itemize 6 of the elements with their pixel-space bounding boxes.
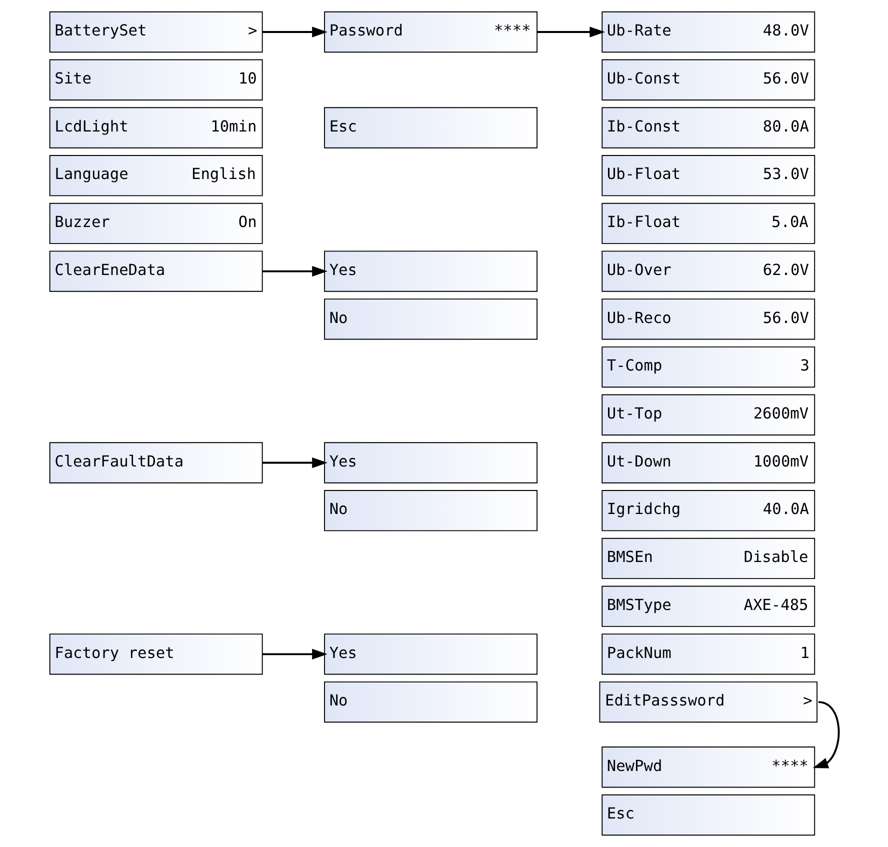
arrow bbox=[262, 26, 327, 38]
arrow bbox=[262, 648, 327, 660]
arrow bbox=[812, 701, 840, 768]
arrow bbox=[536, 26, 605, 38]
arrow bbox=[262, 457, 327, 468]
arrow bbox=[262, 266, 327, 277]
